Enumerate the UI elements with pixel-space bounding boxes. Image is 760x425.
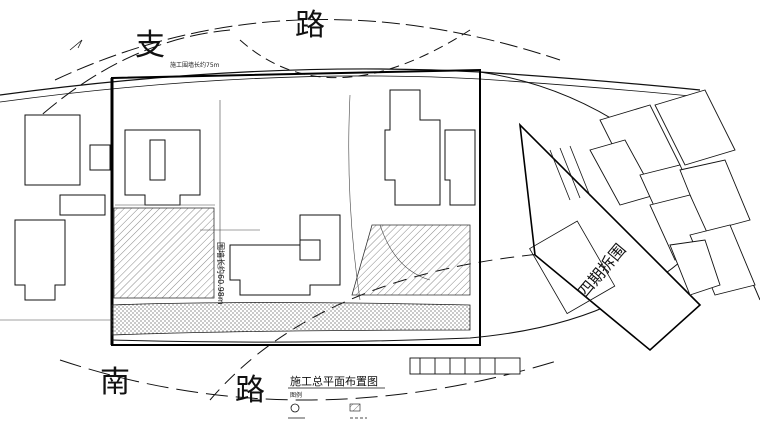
road-label-lu-top: 路 — [295, 8, 325, 43]
legend-title: 施工总平面布置图 — [290, 374, 378, 388]
site-boundary — [110, 68, 481, 346]
legend-symbol-hatch — [349, 403, 361, 412]
legend-symbol-circle — [290, 403, 300, 413]
road-label-lu-bottom: 路 — [235, 373, 265, 408]
hatched-zone-east — [351, 224, 471, 296]
internal-lines — [0, 94, 431, 321]
east-parcels — [589, 89, 756, 296]
road-label-nan: 南 — [100, 365, 130, 400]
compass-marker — [69, 39, 83, 51]
top-fence-label: 施工围墙长约75m — [170, 61, 220, 69]
road-label-zhi: 支 — [135, 28, 165, 63]
phase-four-inner — [529, 220, 616, 315]
buildings — [124, 89, 476, 296]
bottom-road-band — [111, 302, 471, 336]
west-buildings — [14, 114, 111, 301]
legend-word: 图例 — [290, 391, 302, 399]
small-parcel-strips — [549, 145, 591, 201]
hatched-zone-west — [113, 207, 215, 299]
road-arcs — [24, 19, 601, 401]
west-dimension-label: 围墙长约60.98m — [216, 242, 226, 305]
phase-four-area — [518, 122, 702, 352]
bottom-building-strip — [409, 357, 521, 375]
